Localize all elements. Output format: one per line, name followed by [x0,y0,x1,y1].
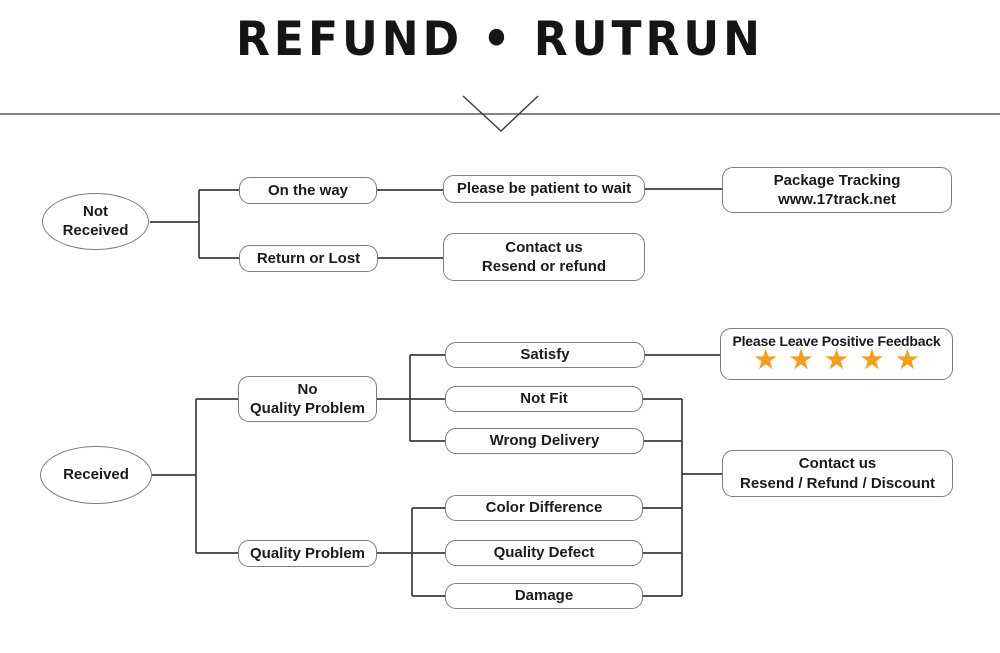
node-label: Wrong Delivery [489,432,600,450]
node-label: Return or Lost [256,249,361,267]
node-label: Contact us [505,238,583,256]
star-icon: ★ [860,346,884,375]
node-package-tracking: Package Tracking www.17track.net [722,167,952,213]
node-please-be-patient: Please be patient to wait [443,175,645,203]
node-no-quality-problem: No Quality Problem [238,376,377,422]
node-label: Color Difference [485,499,603,517]
node-label: Received [63,465,129,483]
node-not-received: Not Received [42,193,149,250]
node-on-the-way: On the way [239,177,377,204]
node-return-or-lost: Return or Lost [239,245,378,272]
star-rating: ★ ★ ★ ★ ★ [754,348,918,373]
node-received: Received [40,446,152,504]
node-quality-defect: Quality Defect [445,540,643,566]
node-label: Package Tracking [773,171,901,189]
node-quality-problem: Quality Problem [238,540,377,567]
node-contact-us-resend-refund: Contact us Resend or refund [443,233,645,281]
chevron-down-icon [462,95,539,132]
tracking-url: www.17track.net [778,191,896,208]
page-title: REFUND • RUTRUN [236,12,764,67]
node-label: Resend / Refund / Discount [739,474,935,492]
node-satisfy: Satisfy [445,342,645,368]
node-color-difference: Color Difference [445,495,643,521]
node-label: On the way [267,181,349,199]
node-label: Not Fit [520,390,568,408]
feedback-label: Please Leave Positive Feedback [732,333,941,349]
node-label: No [297,380,318,398]
star-icon: ★ [754,346,777,375]
node-label: Quality Problem [249,544,366,562]
node-label: Not [83,202,108,220]
node-label: Satisfy [520,346,570,364]
node-label: Quality Defect [493,544,595,562]
node-label: Quality Problem [249,400,366,417]
node-label: Damage [514,587,574,605]
node-label: Resend or refund [481,258,607,275]
node-label: Contact us [798,455,877,472]
star-icon: ★ [896,346,919,375]
star-icon: ★ [825,346,848,375]
node-damage: Damage [445,583,643,609]
node-positive-feedback: Please Leave Positive Feedback ★ ★ ★ ★ ★ [720,328,953,380]
node-contact-us-resend-refund-discount: Contact us Resend / Refund / Discount [722,450,953,497]
node-label: Please be patient to wait [456,180,632,198]
node-wrong-delivery: Wrong Delivery [445,428,644,454]
node-label: Received [62,221,129,239]
node-not-fit: Not Fit [445,386,643,412]
star-icon: ★ [789,346,813,375]
